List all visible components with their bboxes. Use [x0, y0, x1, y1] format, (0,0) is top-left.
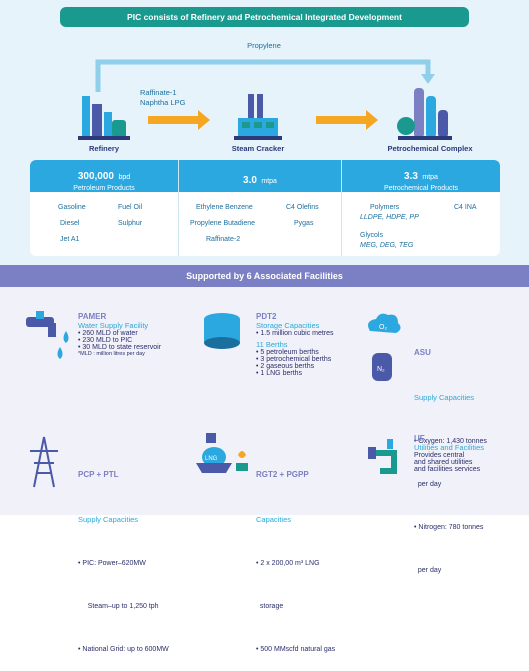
product-item: Sulphur: [118, 220, 143, 227]
facility-line: • 5 petroleum berths: [256, 349, 319, 356]
raffinate-label: Raffinate-1: [140, 88, 177, 97]
cracker-unit: mtpa: [261, 178, 277, 185]
facility-name: PAMER: [78, 312, 107, 321]
petroleum-subtitle: Petroleum Products: [73, 185, 135, 192]
cracker-value: 3.0: [243, 175, 257, 186]
facility-line: • 2 x 200,00 m³ LNG: [256, 560, 320, 567]
facility-line: • National Grid: up to 600MW: [78, 646, 169, 653]
petchem-unit: mtpa: [422, 174, 438, 181]
facility-subtitle: 11 Berths: [256, 340, 288, 349]
refinery-label: Refinery: [88, 144, 119, 153]
facility-line: • 230 MLD to PIC: [78, 337, 133, 344]
facility-line: per day: [414, 481, 442, 488]
petchem-value: 3.3: [404, 171, 418, 182]
facility-name: PCP + PTL: [78, 470, 119, 479]
products-table: 300,000 bpd Petroleum Products 3.0 mtpa …: [30, 160, 500, 256]
petroleum-products-header: 300,000 bpd Petroleum Products: [30, 160, 178, 192]
facility-icons: O₂ N₂ LNG: [26, 311, 401, 488]
facility-line: Provides central: [414, 452, 465, 459]
page-title: PIC consists of Refinery and Petrochemic…: [60, 7, 469, 27]
refinery-icon: [78, 96, 130, 140]
product-item: Ethylene Benzene: [196, 204, 253, 211]
propylene-flow-line: [95, 59, 431, 92]
facility-subtitle: Supply Capacities: [78, 515, 139, 524]
flow-diagram: [78, 59, 452, 140]
propylene-arrow-head: [421, 74, 435, 84]
facility-name: RGT2 + PGPP: [256, 470, 309, 479]
facilities-title: Supported by 6 Associated Facilities: [0, 265, 529, 287]
facility-rgt2-pgpp: RGT2 + PGPP Capacities • 2 x 200,00 m³ L…: [256, 434, 376, 671]
petrochemical-complex-icon: [397, 88, 452, 140]
petrochemical-complex-label: Petrochemical Complex: [387, 144, 473, 153]
facility-line: • 1 LNG berths: [256, 370, 303, 377]
facilities-panel: [0, 287, 529, 515]
facility-name: ASU: [414, 348, 431, 357]
product-item: C4 Olefins: [286, 204, 319, 211]
water-tap-icon: [26, 311, 69, 359]
lng-label: LNG: [205, 456, 218, 462]
facility-line: • Oxygen: 1,430 tonnes: [414, 438, 487, 445]
product-item: Raffinate-2: [206, 236, 241, 243]
pipes-icon: [368, 439, 397, 474]
facility-line: • 500 MMscfd natural gas: [256, 646, 336, 653]
storage-tank-icon: [204, 313, 240, 349]
product-item: MEG, DEG, TEG: [360, 242, 414, 249]
naphtha-lpg-label: Naphtha LPG: [140, 98, 186, 107]
facility-line: • 1.5 million cubic metres: [256, 330, 334, 337]
product-item: LLDPE, HDPE, PP: [360, 214, 419, 221]
facility-line: • 30 MLD to state reservoir: [78, 344, 161, 351]
air-separation-icon: O₂ N₂: [368, 313, 401, 381]
facility-pamer: PAMER Water Supply Facility • 260 MLD of…: [78, 312, 198, 357]
product-item: Polymers: [370, 204, 400, 211]
facility-line: and shared utilities: [414, 459, 473, 466]
facility-line: • 260 MLD of water: [78, 330, 138, 337]
product-item: Gasoline: [58, 204, 86, 211]
product-item: Jet A1: [60, 236, 80, 243]
facility-subtitle: Supply Capacities: [414, 393, 475, 402]
product-item: C4 INA: [454, 204, 477, 211]
lng-ship-icon: LNG: [196, 433, 248, 473]
product-item: Fuel Oil: [118, 204, 143, 211]
steam-cracker-label: Steam Cracker: [231, 144, 285, 153]
petrochemical-products-header: 3.3 mtpa Petrochemical Products: [342, 160, 500, 192]
facility-pdt2: PDT2 Storage Capacities • 1.5 million cu…: [256, 312, 376, 377]
facility-subtitle: Capacities: [256, 515, 292, 524]
petroleum-value: 300,000: [77, 171, 114, 182]
power-pylon-icon: [30, 436, 58, 488]
facility-line: storage: [256, 603, 284, 610]
steam-cracker-icon: [234, 94, 282, 140]
facility-subtitle: Water Supply Facility: [78, 321, 149, 330]
propylene-label: Propylene: [247, 41, 281, 50]
product-item: Diesel: [60, 220, 80, 227]
facility-line: • 2 gaseous berths: [256, 363, 315, 370]
facility-line: Steam–up to 1,250 tph: [78, 603, 159, 610]
product-item: Pygas: [294, 220, 314, 227]
facility-subtitle: Utilities and Facilities: [414, 443, 485, 452]
petchem-subtitle: Petrochemical Products: [384, 185, 458, 192]
nitrogen-label: N₂: [377, 366, 385, 373]
facility-line: • 3 petrochemical berths: [256, 356, 332, 363]
column-divider: [341, 160, 342, 256]
facility-uf: UF Utilities and Facilities Provides cen…: [414, 434, 526, 473]
column-divider: [178, 160, 179, 256]
petroleum-unit: bpd: [118, 174, 131, 181]
facility-subtitle: Storage Capacities: [256, 321, 320, 330]
product-item: Propylene Butadiene: [190, 220, 255, 227]
facility-line: • Nitrogen: 780 tonnes: [414, 524, 484, 531]
steam-cracker-header: 3.0 mtpa: [179, 160, 341, 192]
facility-name: PDT2: [256, 312, 277, 321]
refinery-to-cracker-arrow: [148, 116, 198, 124]
facility-pcp-ptl: PCP + PTL Supply Capacities • PIC: Power…: [78, 434, 208, 671]
facility-line: • PIC: Power–620MW: [78, 560, 146, 567]
cracker-to-petchem-arrow: [316, 116, 366, 124]
facility-line: and facilities services: [414, 466, 481, 473]
oxygen-label: O₂: [379, 324, 387, 331]
product-item: Glycols: [360, 232, 383, 239]
facility-line: per day: [414, 567, 442, 574]
facility-name: UF: [414, 434, 425, 443]
facility-note: *MLD : million litres per day: [78, 351, 145, 357]
